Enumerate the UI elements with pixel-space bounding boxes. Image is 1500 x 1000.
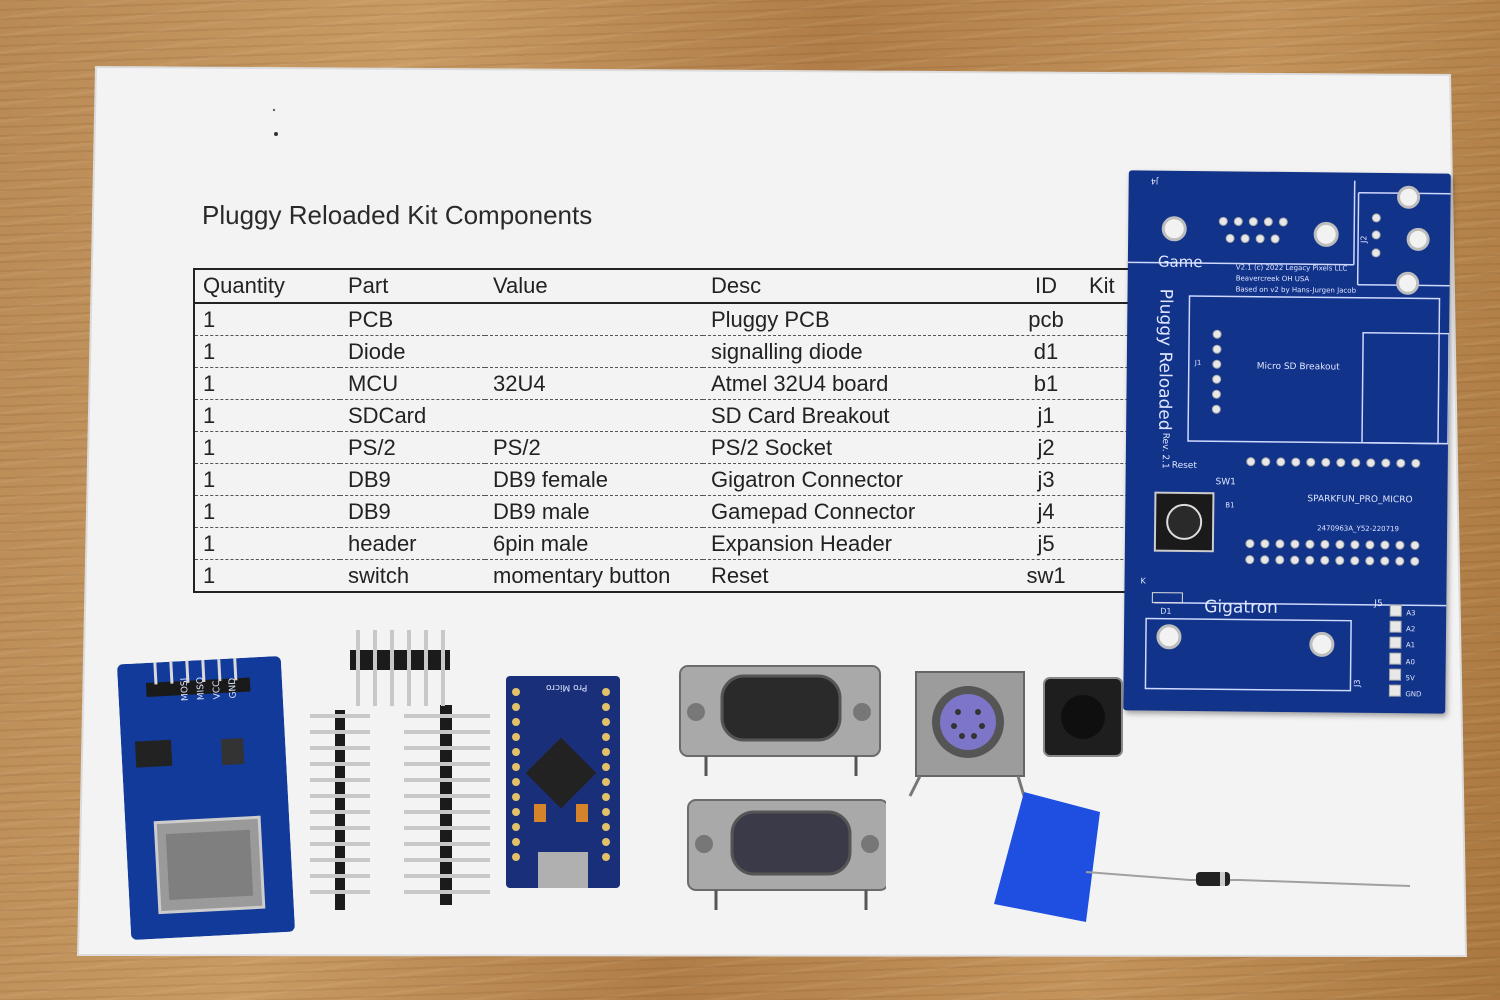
table-cell: j5 [1011,527,1081,560]
pin-headers [310,630,490,910]
pro-micro-graphic [506,676,620,888]
sd-card-module: MOSI MISO VCC GND [117,656,295,940]
table-cell: Gigatron Connector [703,463,1011,496]
sd-card-module-graphic [117,656,295,940]
column-header: ID [1011,268,1081,304]
pro-micro-board: Pro Micro [506,676,620,888]
table-cell [485,399,703,432]
ps2-socket [908,671,1026,797]
pcb-label-j5: J5 [1374,598,1383,610]
pcb-label-name: Pluggy Reloaded [1154,288,1176,431]
table-cell [485,303,703,336]
pcb-label-game: Game [1157,252,1203,272]
table-cell: j2 [1011,431,1081,464]
pcb-label-j2: J2 [1359,235,1369,244]
column-header: Value [485,268,703,304]
sd-pin-label: MOSI [179,677,191,702]
table-cell: 1 [193,303,340,336]
table-cell: DB9 [340,495,485,528]
table-cell: 1 [193,399,340,432]
pcb-label-based: Based on v2 by Hans-Jurgen Jacob [1235,285,1357,295]
pcb-label-k: K [1140,576,1146,586]
table-cell: 1 [193,463,340,496]
pluggy-pcb: Game V2.1 (c) 2022 Legacy Pixels LLC Bea… [1123,170,1451,714]
table-cell: header [340,527,485,560]
table-cell: signalling diode [703,335,1011,368]
pcb-label-rev: Rev. 2.1 [1159,432,1171,469]
column-header: Quantity [193,268,340,304]
pcb-label-reset: Reset [1171,460,1197,472]
table-cell: sw1 [1011,559,1081,593]
pcb-label-gigatron: Gigatron [1204,597,1278,618]
pcb-label-j4: J4 [1150,176,1159,186]
table-cell: SDCard [340,399,485,432]
pcb-silkscreen [1127,180,1451,697]
pcb-label-serial: 2470963A_Y52-220719 [1317,524,1400,534]
table-cell: Atmel 32U4 board [703,367,1011,400]
pcb-label-b1: B1 [1225,501,1235,510]
table-cell: 6pin male [485,527,703,560]
table-cell: b1 [1011,367,1081,400]
sd-pin-label: GND [227,677,239,699]
table-cell: d1 [1011,335,1081,368]
pcb-label-copyright: V2.1 (c) 2022 Legacy Pixels LLC [1235,263,1348,273]
table-cell: DB9 female [485,463,703,496]
table-cell: PS/2 Socket [703,431,1011,464]
table-cell: Expansion Header [703,527,1011,560]
table-cell: PCB [340,303,485,336]
table-cell: Pluggy PCB [703,303,1011,336]
table-cell: Reset [703,559,1011,593]
column-header: Part [340,268,485,304]
pcb-label-micro-sd: Micro SD Breakout [1256,361,1340,373]
pcb-label-j1: J1 [1194,359,1202,368]
table-cell: 1 [193,495,340,528]
table-cell: pcb [1011,303,1081,336]
table-cell: 1 [193,335,340,368]
table-cell: 1 [193,527,340,560]
table-cell: DB9 male [485,495,703,528]
table-cell: SD Card Breakout [703,399,1011,432]
pcb-label-d1: D1 [1160,606,1172,616]
pcb-label-j3: J3 [1352,679,1362,688]
table-cell: j4 [1011,495,1081,528]
document-title: Pluggy Reloaded Kit Components [202,200,593,230]
table-header-row: Quantity Part Value Desc ID Kit [193,268,1138,304]
sd-pin-label: MISO [195,676,207,701]
table-cell: Diode [340,335,485,368]
table-cell: PS/2 [340,431,485,464]
pcb-label-sparkfun: SPARKFUN_PRO_MICRO [1307,494,1413,506]
reset-switch [1043,677,1123,757]
column-header: Desc [703,268,1011,304]
table-cell: MCU [340,367,485,400]
pcb-label-location: Beavercreek OH USA [1235,274,1310,284]
table-cell: j3 [1011,463,1081,496]
table-cell: 32U4 [485,367,703,400]
diode-with-tape [994,792,1411,922]
table-cell: j1 [1011,399,1081,432]
table-cell: momentary button [485,559,703,593]
pro-micro-label: Pro Micro [546,682,588,692]
table-cell: 1 [193,431,340,464]
table-cell: 1 [193,367,340,400]
pcb-label-sw1: SW1 [1215,477,1236,488]
sd-pin-label: VCC [211,680,223,700]
db9-connectors [679,665,886,910]
table-cell: switch [340,559,485,593]
table-cell: 1 [193,559,340,593]
table-cell: PS/2 [485,431,703,464]
table-cell: DB9 [340,463,485,496]
table-cell [485,335,703,368]
table-cell: Gamepad Connector [703,495,1011,528]
